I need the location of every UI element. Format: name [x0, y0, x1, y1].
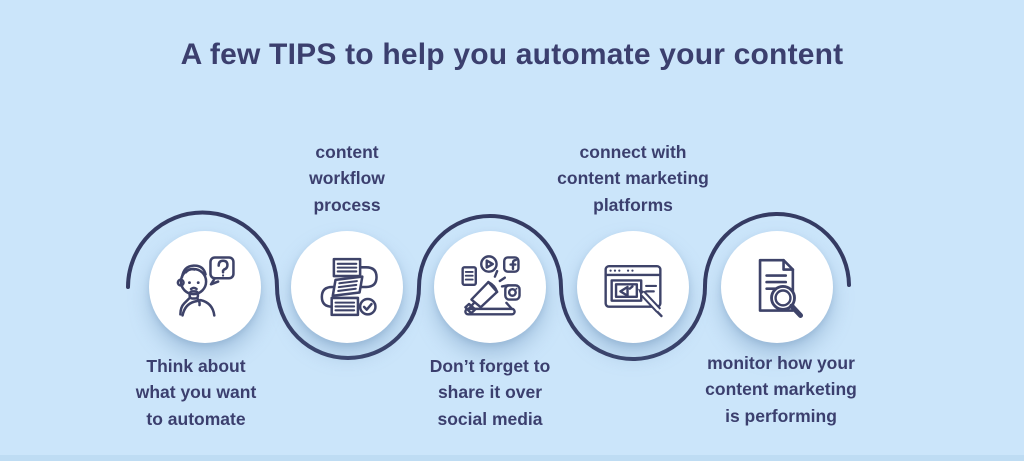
step-label-3: Don’t forget to share it over social med… — [429, 356, 551, 429]
step-circle-5 — [721, 231, 833, 343]
step-label-1: Think about what you want to automate — [135, 356, 257, 429]
workflow-documents-icon — [320, 257, 378, 317]
step-label-4: connect with content marketing platforms — [557, 142, 709, 215]
step-circle-1 — [149, 231, 261, 343]
step-label-2: content workflow process — [309, 142, 385, 215]
bottom-edge-strip — [0, 455, 1024, 461]
marketing-platform-browser-icon — [604, 265, 663, 318]
step-circle-3 — [434, 231, 546, 343]
document-magnifier-icon — [758, 258, 804, 318]
step-label-5: monitor how your content marketing is pe… — [705, 353, 857, 426]
social-media-share-icon — [461, 255, 521, 316]
thinking-person-icon — [176, 256, 235, 317]
page-title: A few TIPS to help you automate your con… — [180, 38, 844, 71]
step-circle-2 — [291, 231, 403, 343]
step-circle-4 — [577, 231, 689, 343]
